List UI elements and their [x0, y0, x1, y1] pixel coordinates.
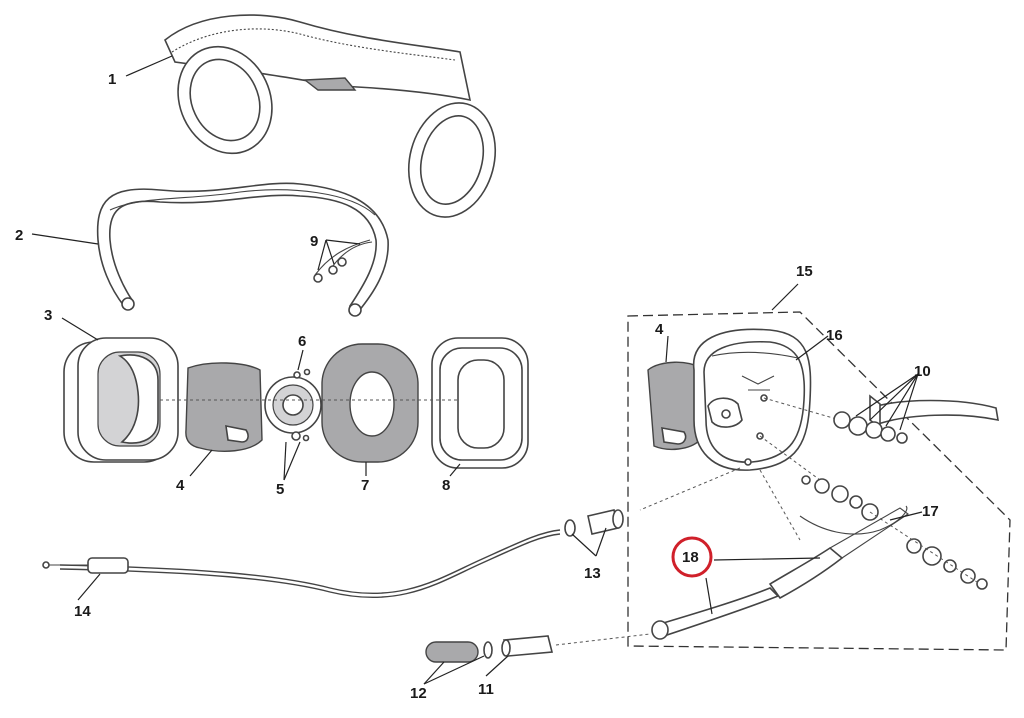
callout-15: 15 [796, 263, 813, 280]
mounting-hardware [833, 394, 999, 444]
headband-frame [96, 182, 389, 317]
callout-10: 10 [914, 363, 931, 380]
foam-insert-right [647, 361, 701, 451]
callout-17: 17 [922, 503, 939, 520]
earcup-seal [63, 337, 179, 463]
callout-13: 13 [584, 565, 601, 582]
assembly-boundary [627, 311, 1011, 651]
callout-1: 1 [108, 71, 116, 88]
callout-6: 6 [298, 333, 306, 350]
callout-11: 11 [478, 681, 494, 698]
callout-9: 9 [310, 233, 318, 250]
highlight-ring [671, 536, 713, 578]
callout-12: 12 [410, 685, 427, 702]
cable-assembly [42, 529, 561, 599]
headband-pad [164, 14, 497, 218]
mic-windscreen [425, 633, 651, 663]
callout-14: 14 [74, 603, 91, 620]
callout-8: 8 [442, 477, 450, 494]
microphone-boom [639, 467, 909, 640]
callout-3: 3 [44, 307, 52, 324]
wire-connectors [313, 239, 373, 283]
callout-5: 5 [276, 481, 284, 498]
callout-18: 18 [682, 549, 699, 566]
earcup-shell [692, 328, 841, 481]
leader-lines [31, 55, 923, 685]
callout-labels: 1 2 3 4 5 6 7 8 9 10 11 12 13 14 15 16 1… [15, 71, 939, 702]
speaker-driver [264, 368, 322, 442]
callout-2: 2 [15, 227, 23, 244]
cable-connector [564, 509, 624, 537]
ear-seal-right [431, 337, 529, 469]
callout-16: 16 [826, 327, 843, 344]
callout-4: 4 [176, 477, 185, 494]
boom-hardware [801, 475, 988, 590]
callout-4-right: 4 [655, 321, 664, 338]
foam-ring [321, 343, 419, 463]
callout-7: 7 [361, 477, 369, 494]
foam-insert-left [185, 362, 263, 452]
